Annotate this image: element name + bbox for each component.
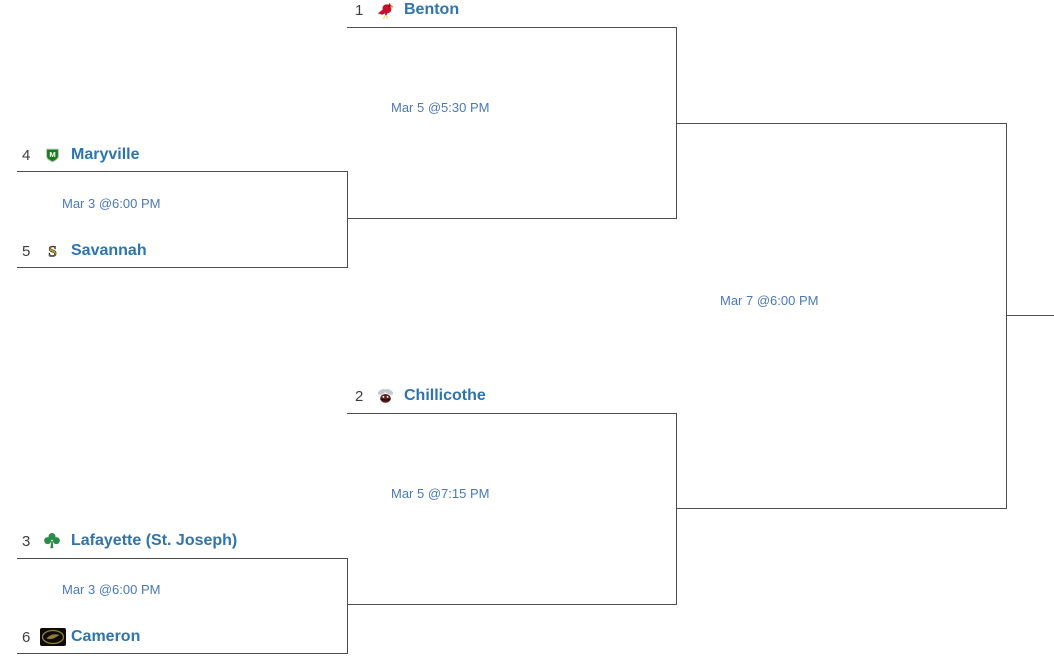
line-firstround2-vertical [347, 558, 348, 654]
gametime-firstround-top: Mar 3 @6:00 PM [62, 196, 161, 211]
line-final-vertical [1006, 123, 1007, 509]
team-link-savannah[interactable]: Savannah [71, 242, 147, 259]
line-semifinal1-base [347, 218, 677, 219]
seed-number: 6 [22, 628, 31, 646]
line-firstround1-vertical [347, 171, 348, 268]
line-chillicothe-underline [347, 413, 677, 414]
team-link-maryville[interactable]: Maryville [71, 146, 140, 163]
seed-number: 3 [22, 532, 31, 550]
team-link-chillicothe[interactable]: Chillicothe [404, 387, 486, 404]
team-slot-benton: 1 Benton [355, 0, 459, 20]
savannah-gold-s-icon: S [42, 241, 62, 261]
cardinal-mascot-icon [375, 0, 395, 20]
line-savannah-underline [17, 267, 347, 268]
seed-number: 4 [22, 146, 31, 164]
gametime-final: Mar 7 @6:00 PM [720, 293, 819, 308]
team-slot-chillicothe: 2 Chillicothe [355, 386, 486, 406]
seed-number: 1 [355, 1, 364, 19]
gametime-semifinal-bottom: Mar 5 @7:15 PM [391, 486, 490, 501]
team-slot-savannah: 5 S Savannah [22, 241, 147, 261]
team-link-cameron[interactable]: Cameron [71, 628, 141, 645]
gametime-semifinal-top: Mar 5 @5:30 PM [391, 100, 490, 115]
line-benton-underline [347, 27, 677, 28]
shamrock-icon [42, 531, 62, 551]
svg-text:S: S [48, 243, 57, 259]
line-semifinal2-vertical [676, 413, 677, 605]
line-maryville-underline [17, 171, 347, 172]
gametime-firstround-bottom: Mar 3 @6:00 PM [62, 582, 161, 597]
seed-number: 5 [22, 242, 31, 260]
team-link-lafayette[interactable]: Lafayette (St. Joseph) [71, 532, 238, 549]
line-cameron-underline [17, 653, 347, 654]
team-link-benton[interactable]: Benton [404, 1, 460, 18]
team-slot-lafayette: 3 Lafayette (St. Joseph) [22, 531, 237, 551]
cameron-dragon-icon [40, 627, 66, 647]
maryville-shield-icon: M [42, 145, 62, 165]
line-lafayette-underline [17, 558, 347, 559]
hornet-mascot-icon [375, 386, 395, 406]
line-semifinal2-base [347, 604, 677, 605]
line-champion [1006, 315, 1054, 316]
line-semifinal2-winner [676, 508, 1006, 509]
line-semifinal1-winner [676, 123, 1006, 124]
seed-number: 2 [355, 387, 364, 405]
team-slot-cameron: 6 Cameron [22, 627, 140, 647]
svg-text:M: M [49, 149, 55, 158]
team-slot-maryville: 4 M Maryville [22, 145, 139, 165]
